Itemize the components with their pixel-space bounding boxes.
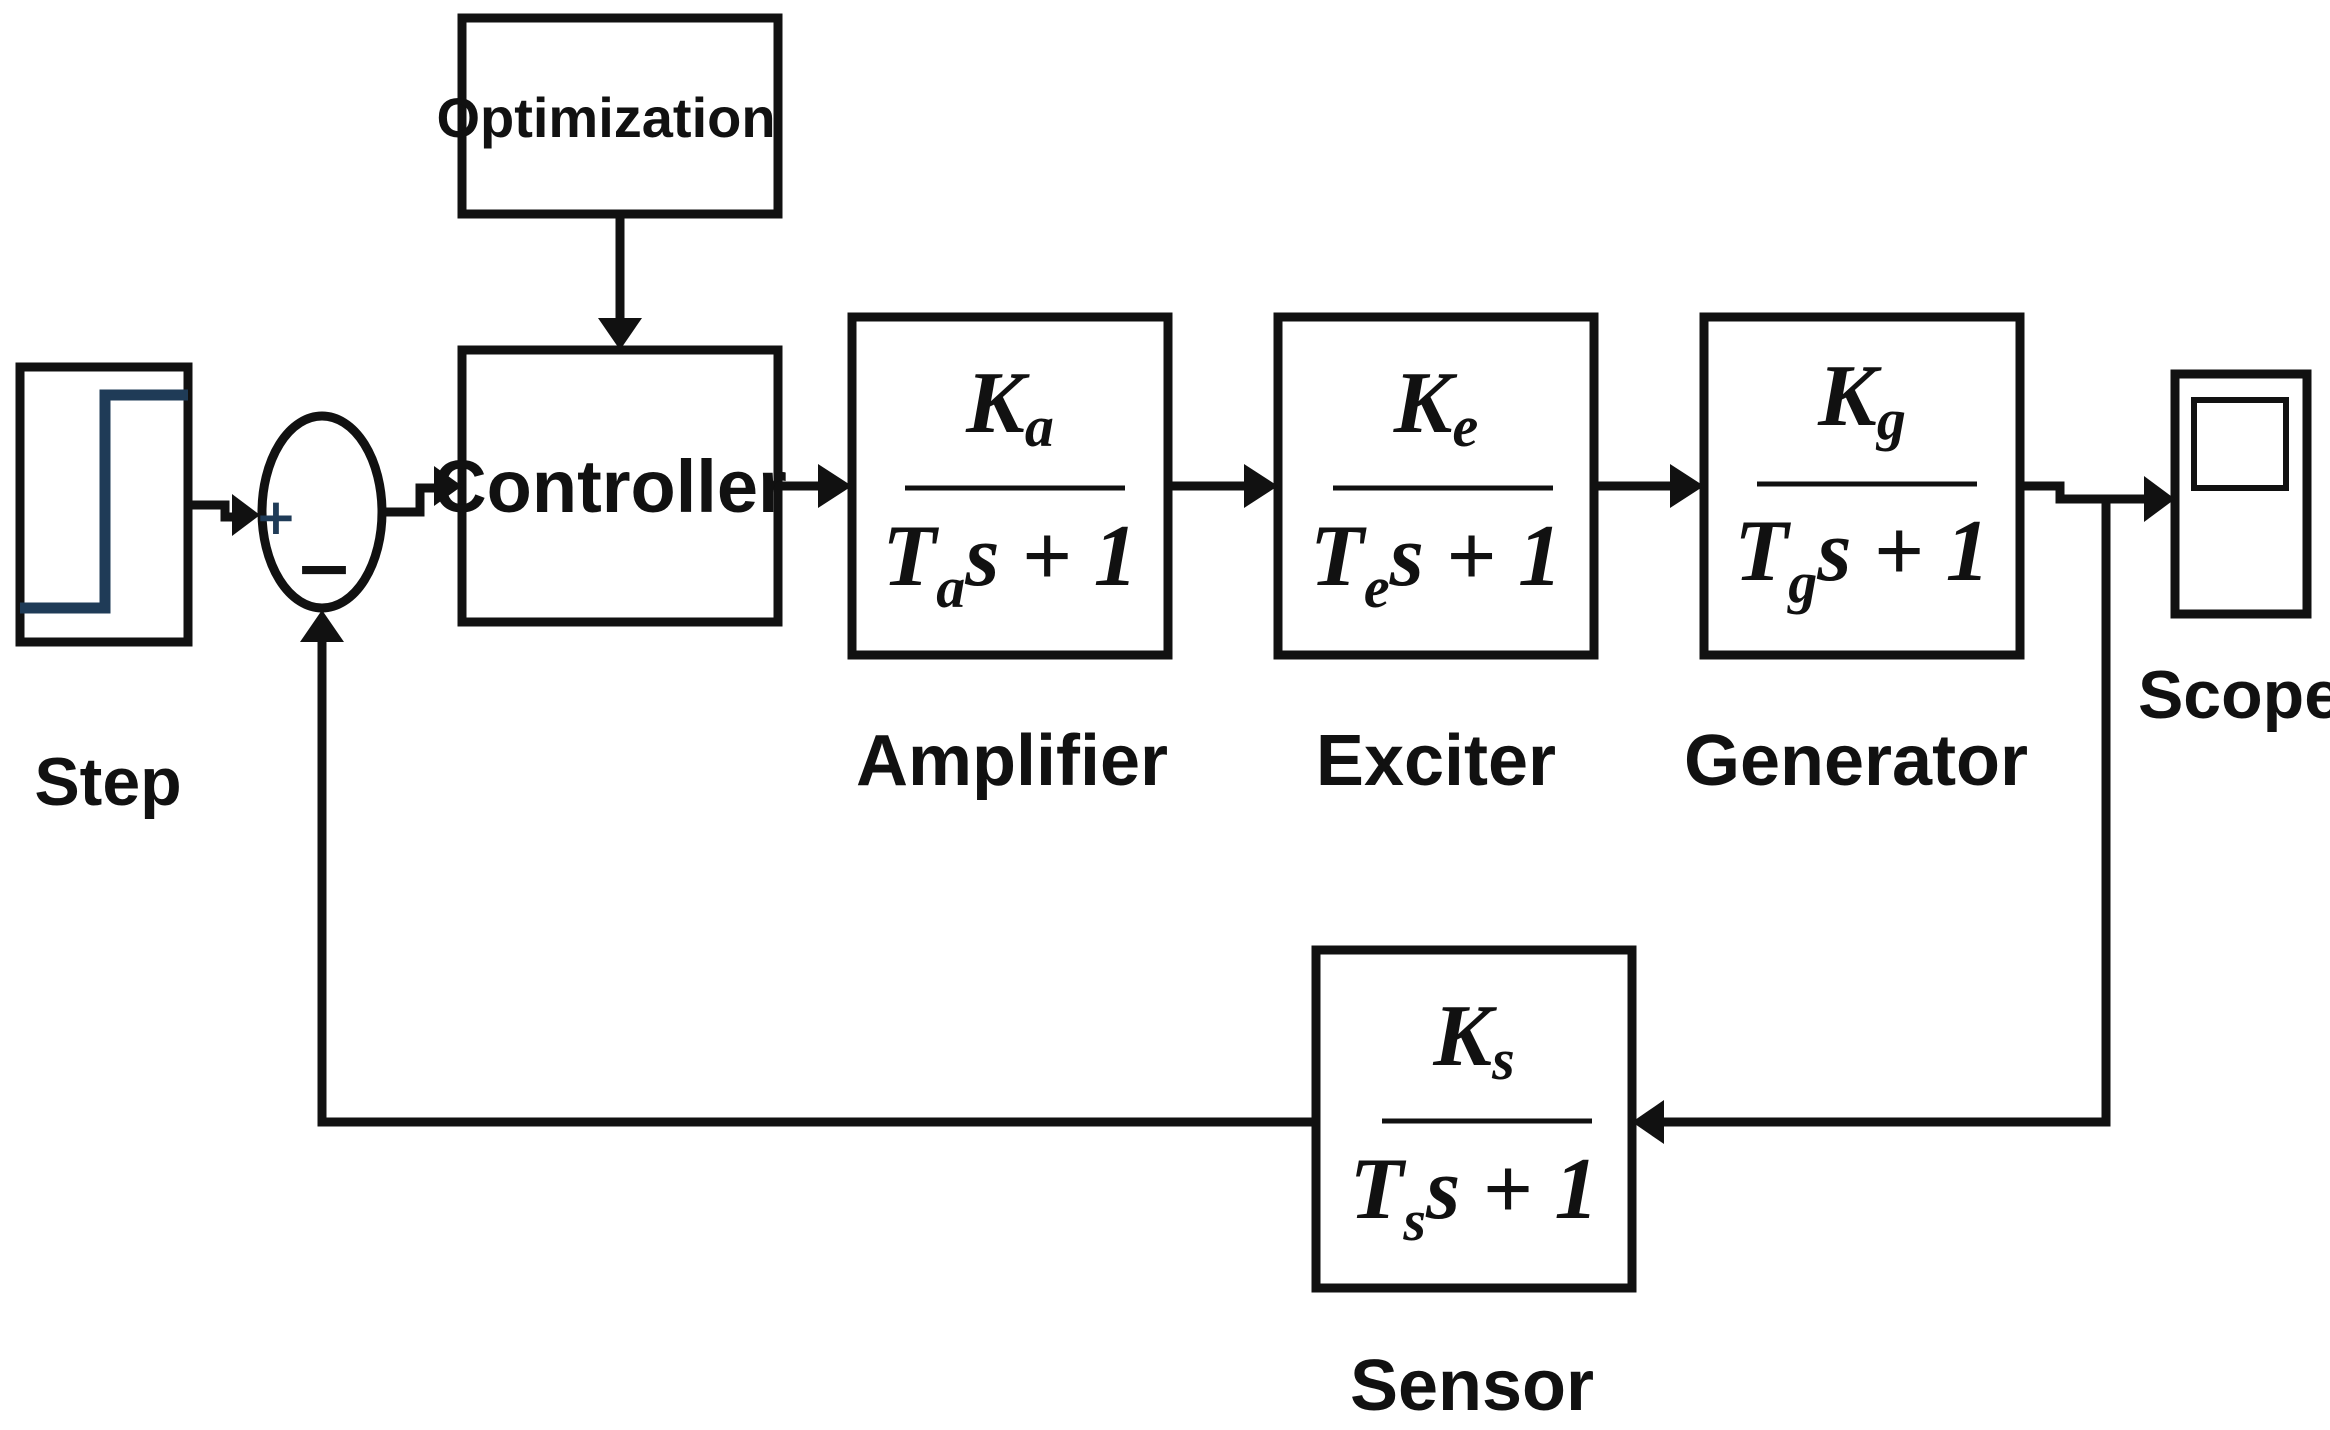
exciter-to-generator-connector bbox=[1594, 464, 1704, 508]
scope-block[interactable] bbox=[2170, 369, 2312, 619]
exciter-block[interactable]: Ke Tes + 1 bbox=[1273, 312, 1599, 660]
controller-to-amplifier-connector bbox=[778, 464, 852, 508]
step-to-sum-connector bbox=[188, 494, 260, 536]
generator-label: Generator bbox=[1684, 721, 2028, 801]
optimization-to-controller-connector bbox=[598, 214, 642, 350]
generator-numerator: Kg bbox=[1817, 348, 1906, 452]
step-signal-icon bbox=[20, 389, 188, 614]
sum-to-controller-connector bbox=[382, 466, 462, 517]
exciter-label: Exciter bbox=[1316, 721, 1556, 801]
scope-label: Scope bbox=[2138, 657, 2330, 733]
amplifier-block[interactable]: Ka Tas + 1 bbox=[847, 312, 1173, 660]
optimization-label: Optimization bbox=[436, 86, 775, 149]
sensor-to-sum-connector bbox=[300, 610, 1316, 1127]
amplifier-denominator: Tas + 1 bbox=[882, 508, 1137, 620]
controller-label: Controller bbox=[433, 445, 787, 528]
optimization-block[interactable]: Optimization bbox=[436, 13, 783, 219]
minus-sign: − bbox=[295, 527, 354, 609]
generator-block[interactable]: Kg Tgs + 1 bbox=[1699, 312, 2025, 660]
sensor-numerator: Ks bbox=[1432, 988, 1514, 1092]
generator-denominator: Tgs + 1 bbox=[1734, 503, 1989, 615]
sensor-label: Sensor bbox=[1350, 1346, 1594, 1426]
exciter-numerator: Ke bbox=[1393, 355, 1478, 459]
exciter-denominator: Tes + 1 bbox=[1310, 508, 1562, 620]
controller-block[interactable]: Controller bbox=[433, 345, 787, 627]
scope-screen-icon bbox=[2191, 397, 2289, 491]
amplifier-to-exciter-connector bbox=[1168, 464, 1278, 508]
amplifier-numerator: Ka bbox=[965, 355, 1054, 459]
step-block[interactable] bbox=[15, 362, 193, 647]
summing-junction[interactable]: + − bbox=[255, 411, 387, 613]
sensor-block[interactable]: Ks Tss + 1 bbox=[1311, 945, 1637, 1293]
output-to-sensor-connector bbox=[1632, 499, 2111, 1144]
plus-sign: + bbox=[255, 488, 297, 546]
amplifier-label: Amplifier bbox=[856, 721, 1168, 801]
generator-to-scope-connector bbox=[2020, 476, 2175, 522]
step-label: Step bbox=[34, 744, 181, 820]
sensor-denominator: Tss + 1 bbox=[1350, 1141, 1599, 1253]
